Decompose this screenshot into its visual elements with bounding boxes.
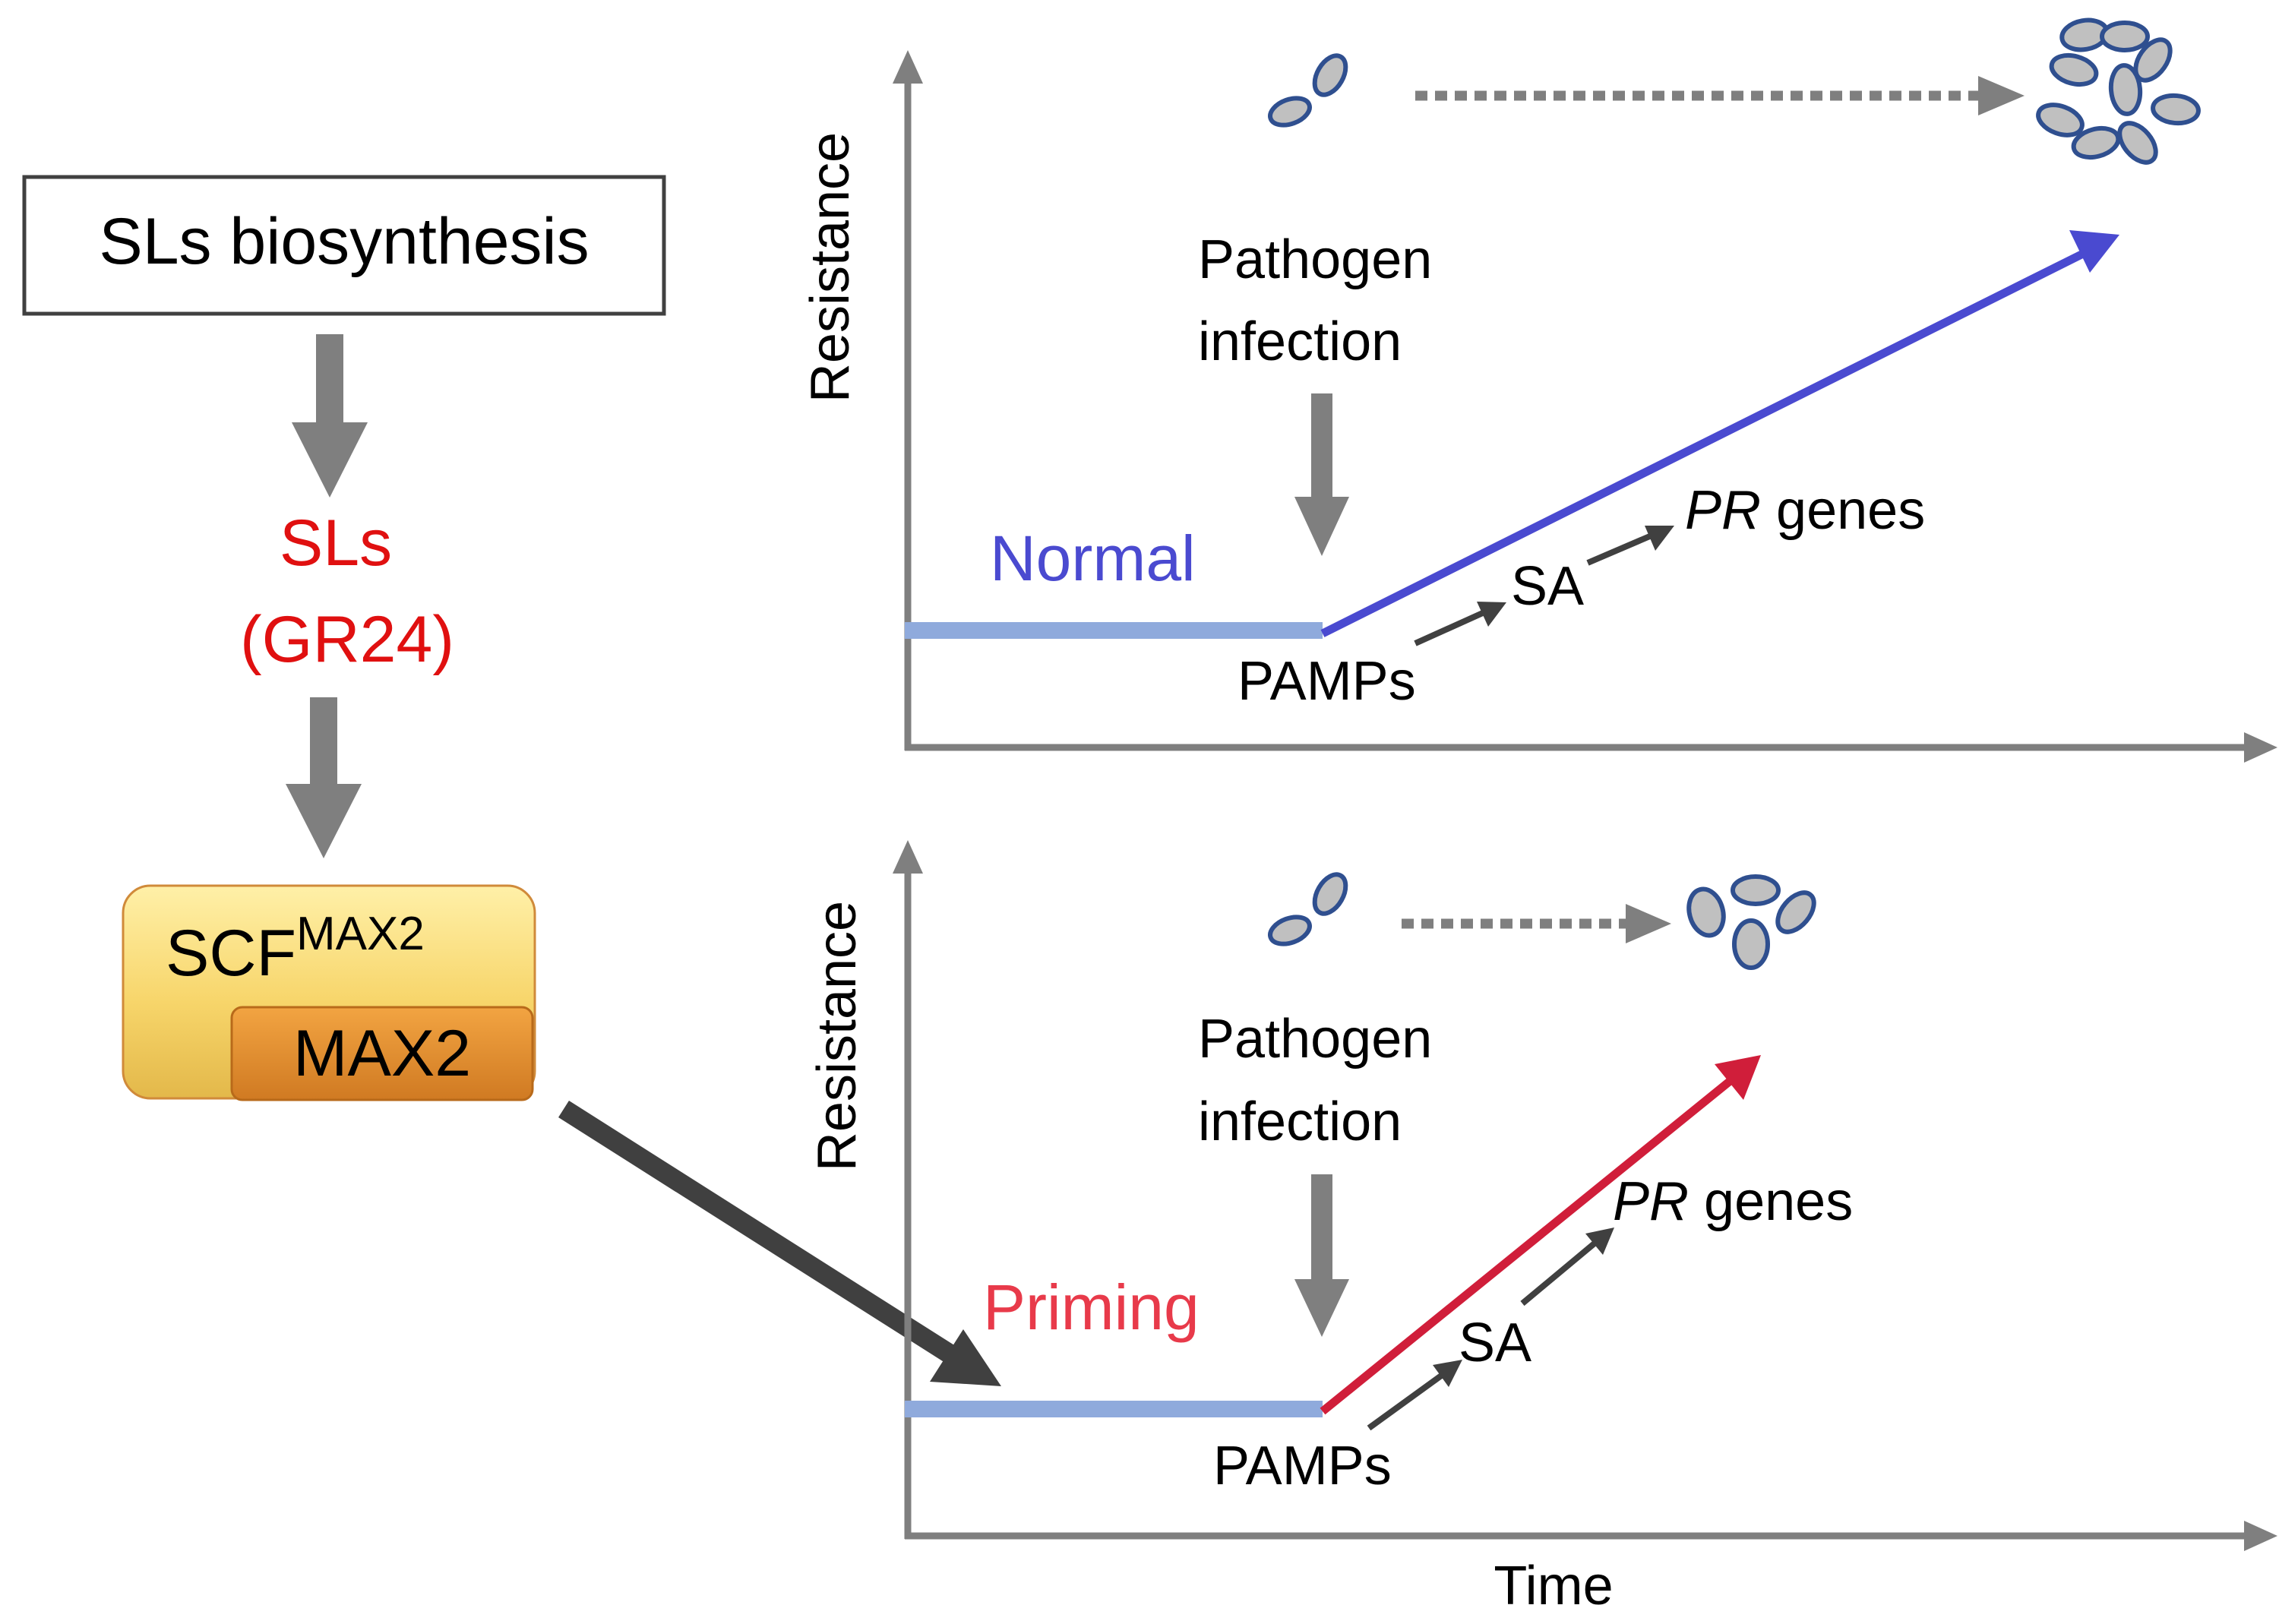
top-pamps-label: PAMPs	[1237, 651, 1416, 712]
top-pathogen-cluster	[2036, 17, 2201, 165]
bottom-sa-to-pr-arrow	[1520, 1227, 1614, 1306]
scf-label: SCFMAX2	[166, 908, 425, 990]
top-infection-line1: Pathogen	[1198, 229, 1432, 290]
top-x-axis	[905, 732, 2277, 763]
top-y-axis	[893, 50, 923, 750]
down-arrow-2	[286, 697, 362, 858]
bottom-resistance-arrowhead	[1715, 1055, 1761, 1100]
biosynthesis-box	[22, 175, 666, 316]
bottom-pathogen-small	[1268, 872, 1348, 946]
top-y-axis-label: Resistance	[800, 132, 861, 403]
sls-label: SLs	[280, 507, 392, 580]
top-infection-arrow	[1294, 393, 1349, 556]
max2-box	[230, 1006, 534, 1101]
bottom-infection-line1: Pathogen	[1198, 1009, 1432, 1070]
bottom-panel: Resistance Time Pathogen infection Primi…	[807, 840, 2277, 1616]
bottom-y-axis	[893, 840, 923, 1539]
top-infection-line2: infection	[1198, 311, 1402, 372]
priming-link-arrow	[558, 1101, 1001, 1386]
top-pathogen-small	[1268, 53, 1348, 128]
bottom-resistance-line	[1320, 1076, 1735, 1415]
top-resistance-arrowhead	[2069, 230, 2119, 273]
bottom-x-axis	[905, 1521, 2277, 1551]
top-sa-label: SA	[1511, 556, 1584, 617]
top-pr-genes-label: PR genes	[1685, 480, 1925, 541]
top-panel: Resistance Pathogen infection Normal	[800, 17, 2277, 763]
bottom-pr-genes-label: PR genes	[1613, 1171, 1853, 1232]
biosynthesis-label: SLs biosynthesis	[99, 205, 589, 278]
top-resistance-line	[1320, 248, 2090, 637]
top-sa-to-pr-arrow	[1586, 526, 1674, 566]
top-state-label: Normal	[990, 523, 1196, 594]
bottom-dotted-arrow-head	[1626, 904, 1671, 943]
bottom-pamps-to-sa-arrow	[1367, 1360, 1462, 1431]
bottom-state-label: Priming	[983, 1272, 1200, 1343]
bottom-x-axis-label: Time	[1494, 1556, 1613, 1616]
max2-label: MAX2	[293, 1017, 471, 1090]
bottom-sa-label: SA	[1459, 1313, 1531, 1373]
scf-max2-complex: SCFMAX2 MAX2	[122, 884, 536, 1101]
bottom-y-axis-label: Resistance	[807, 901, 868, 1171]
top-pamps-to-sa-arrow	[1414, 602, 1506, 646]
bottom-pathogen-cluster	[1686, 874, 1816, 970]
bottom-infection-arrow	[1294, 1174, 1349, 1337]
top-dotted-arrow-head	[1978, 76, 2025, 115]
gr24-label: (GR24)	[240, 603, 454, 676]
bottom-infection-line2: infection	[1198, 1092, 1402, 1152]
scf-superscript: MAX2	[296, 908, 425, 960]
bottom-pamps-label: PAMPs	[1213, 1436, 1392, 1496]
down-arrow-1	[292, 334, 368, 498]
pathway-column: SLs biosynthesis SLs (GR24) SCFMAX2 MAX2	[22, 175, 1001, 1386]
